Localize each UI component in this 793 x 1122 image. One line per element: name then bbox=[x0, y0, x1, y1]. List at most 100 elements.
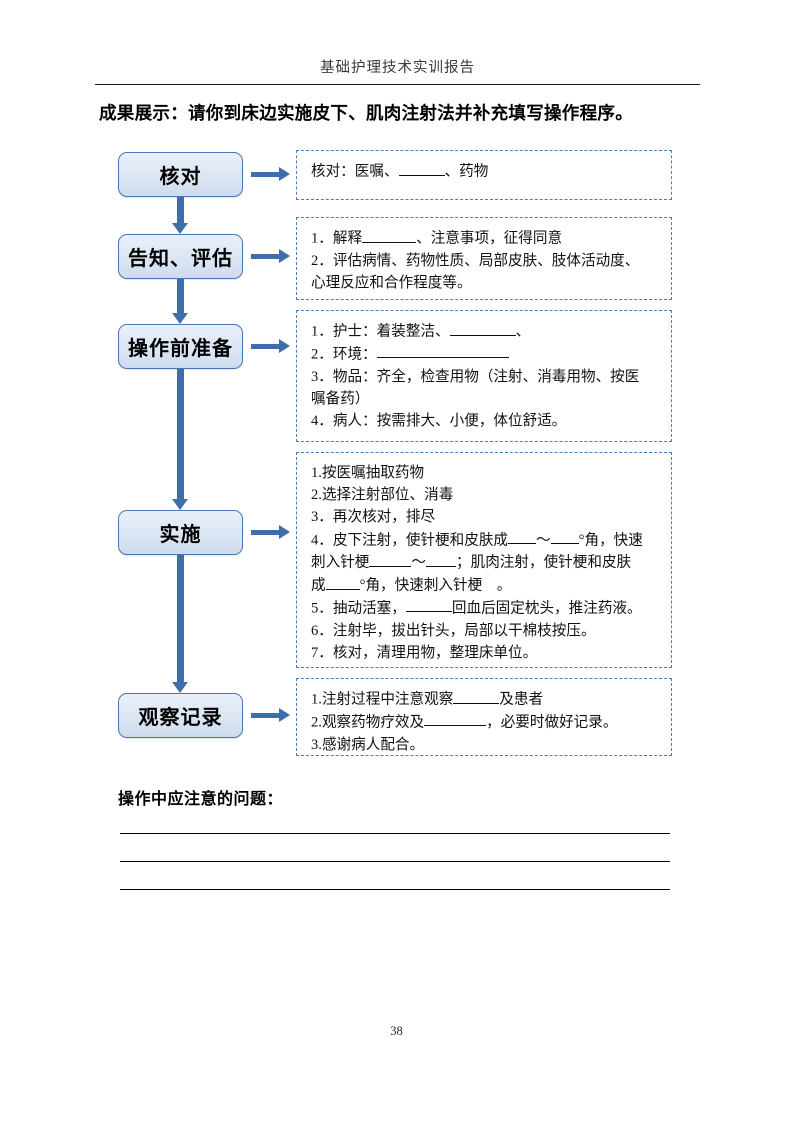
flow-detail-4: 1.按医嘱抽取药物 2.选择注射部位、消毒 3．再次核对，排尽 4．皮下注射，使针梗和… bbox=[296, 452, 672, 668]
detail-text: 7．核对，清理用物，整理床单位。 bbox=[311, 644, 538, 661]
detail-text: 、药物 bbox=[444, 163, 489, 180]
connector-arrow-down bbox=[177, 279, 184, 313]
detail-line: 4．病人：按需排大、小便，体位舒适。 bbox=[311, 410, 659, 432]
detail-text: 2.观察药物疗效及 bbox=[311, 714, 425, 731]
detail-text: 、注意事项，征得同意 bbox=[416, 230, 563, 247]
fill-in-blank[interactable] bbox=[325, 574, 360, 590]
connector-arrowhead-right bbox=[279, 708, 290, 722]
flow-stage-1: 核对 bbox=[118, 152, 243, 197]
detail-line: 4．皮下注射，使针梗和皮肤成 ～ °角，快速 bbox=[311, 529, 659, 552]
flow-stage-label: 告知、评估 bbox=[128, 246, 233, 270]
connector-arrowhead-right bbox=[279, 249, 290, 263]
answer-line[interactable] bbox=[120, 861, 670, 862]
flow-stage-4: 实施 bbox=[118, 510, 243, 555]
fill-in-blank[interactable] bbox=[508, 529, 537, 545]
detail-text: 嘱备药） bbox=[311, 390, 370, 407]
flow-stage-3: 操作前准备 bbox=[118, 324, 243, 369]
connector-arrowhead-right bbox=[279, 339, 290, 353]
connector-arrowhead-right bbox=[279, 525, 290, 539]
detail-line: 3．物品：齐全，检查用物（注射、消毒用物、按医 bbox=[311, 366, 659, 388]
detail-text: ～ bbox=[536, 532, 551, 549]
detail-text: 1．解释 bbox=[311, 230, 363, 247]
connector-arrow-right bbox=[251, 344, 279, 349]
fill-in-blank[interactable] bbox=[362, 227, 417, 243]
flow-stage-5: 观察记录 bbox=[118, 693, 243, 738]
detail-line: 刺入针梗 ～ ；肌肉注射，使针梗和皮肤 bbox=[311, 551, 659, 574]
flow-detail-2: 1．解释 、注意事项，征得同意 2．评估病情、药物性质、局部皮肤、肢体活动度、心理反… bbox=[296, 217, 672, 300]
running-header: 基础护理技术实训报告 bbox=[320, 60, 475, 76]
detail-text: 3．物品：齐全，检查用物（注射、消毒用物、按医 bbox=[311, 368, 640, 385]
detail-line: 2.选择注射部位、消毒 bbox=[311, 484, 659, 506]
detail-text: 5．抽动活塞， bbox=[311, 600, 406, 617]
connector-arrowhead-down bbox=[172, 223, 188, 234]
detail-text: 6．注射毕，拔出针头，局部以干棉枝按压。 bbox=[311, 622, 596, 639]
flow-detail-1: 核对：医嘱、 、药物 bbox=[296, 150, 672, 200]
fill-in-blank[interactable] bbox=[398, 160, 445, 176]
header-rule bbox=[95, 84, 700, 85]
fill-in-blank[interactable] bbox=[550, 529, 579, 545]
detail-line: 1．解释 、注意事项，征得同意 bbox=[311, 227, 659, 250]
connector-arrowhead-down bbox=[172, 682, 188, 693]
fill-in-blank[interactable] bbox=[453, 688, 500, 704]
detail-line: 2.观察药物疗效及 ，必要时做好记录。 bbox=[311, 711, 659, 734]
fill-in-blank[interactable] bbox=[449, 320, 516, 336]
page-title: 成果展示：请你到床边实施皮下、肌肉注射法并补充填写操作程序。 bbox=[99, 103, 633, 123]
detail-line: 2．评估病情、药物性质、局部皮肤、肢体活动度、 bbox=[311, 250, 659, 272]
connector-arrowhead-right bbox=[279, 167, 290, 181]
detail-text: 2.选择注射部位、消毒 bbox=[311, 487, 454, 504]
detail-text: 1.按医嘱抽取药物 bbox=[311, 465, 425, 481]
detail-text: 3．再次核对，排尽 bbox=[311, 509, 436, 526]
detail-text: 1．护士：着装整洁、 bbox=[311, 323, 450, 340]
detail-text: 及患者 bbox=[499, 691, 544, 708]
detail-text: ～ bbox=[411, 554, 426, 571]
connector-arrow-down bbox=[177, 197, 184, 223]
flow-stage-label: 核对 bbox=[159, 164, 202, 188]
fill-in-blank[interactable] bbox=[376, 343, 509, 359]
detail-line: 成 °角，快速刺入针梗 。 bbox=[311, 574, 659, 597]
detail-text: 心理反应和合作程度等。 bbox=[311, 274, 472, 291]
answer-line[interactable] bbox=[120, 833, 670, 834]
detail-text: 回血后固定枕头，推注药液。 bbox=[451, 600, 642, 617]
connector-arrow-down bbox=[177, 555, 184, 682]
detail-text: °角，快速刺入针梗 。 bbox=[359, 577, 512, 594]
question-heading: 操作中应注意的问题： bbox=[118, 791, 284, 808]
detail-text: 、 bbox=[515, 323, 531, 340]
detail-text: 刺入针梗 bbox=[311, 554, 370, 571]
detail-line: 2．环境： bbox=[311, 343, 659, 366]
flow-stage-label: 操作前准备 bbox=[128, 336, 233, 360]
connector-arrowhead-down bbox=[172, 313, 188, 324]
connector-arrowhead-down bbox=[172, 499, 188, 510]
detail-line: 嘱备药） bbox=[311, 388, 659, 410]
detail-line: 5．抽动活塞， 回血后固定枕头，推注药液。 bbox=[311, 597, 659, 620]
detail-text: 成 bbox=[311, 577, 326, 594]
fill-in-blank[interactable] bbox=[426, 551, 456, 567]
connector-arrow-right bbox=[251, 172, 279, 177]
detail-line: 1．护士：着装整洁、 、 bbox=[311, 320, 659, 343]
detail-text: 核对：医嘱、 bbox=[311, 163, 399, 180]
detail-text: ；肌肉注射，使针梗和皮肤 bbox=[456, 554, 632, 571]
detail-text: 1.注射过程中注意观察 bbox=[311, 691, 454, 708]
detail-text: 2．环境： bbox=[311, 346, 377, 363]
detail-line: 1.按医嘱抽取药物 bbox=[311, 462, 659, 484]
detail-line: 6．注射毕，拔出针头，局部以干棉枝按压。 bbox=[311, 620, 659, 642]
page-number: 38 bbox=[390, 1024, 403, 1038]
detail-line: 1.注射过程中注意观察 及患者 bbox=[311, 688, 659, 711]
detail-text: 4．病人：按需排大、小便，体位舒适。 bbox=[311, 412, 567, 429]
detail-line: 核对：医嘱、 、药物 bbox=[311, 160, 659, 183]
fill-in-blank[interactable] bbox=[424, 711, 487, 727]
answer-line[interactable] bbox=[120, 889, 670, 890]
fill-in-blank[interactable] bbox=[369, 551, 412, 567]
detail-text: 3.感谢病人配合。 bbox=[311, 736, 425, 753]
flow-stage-label: 观察记录 bbox=[138, 705, 223, 729]
detail-line: 心理反应和合作程度等。 bbox=[311, 272, 659, 294]
connector-arrow-right bbox=[251, 713, 279, 718]
detail-text: 4．皮下注射，使针梗和皮肤成 bbox=[311, 532, 509, 549]
fill-in-blank[interactable] bbox=[405, 597, 452, 613]
flow-detail-5: 1.注射过程中注意观察 及患者 2.观察药物疗效及 ，必要时做好记录。 3.感谢病人配合… bbox=[296, 678, 672, 756]
detail-text: ，必要时做好记录。 bbox=[486, 714, 618, 731]
connector-arrow-right bbox=[251, 254, 279, 259]
detail-text: °角，快速 bbox=[578, 532, 643, 549]
connector-arrow-down bbox=[177, 369, 184, 499]
